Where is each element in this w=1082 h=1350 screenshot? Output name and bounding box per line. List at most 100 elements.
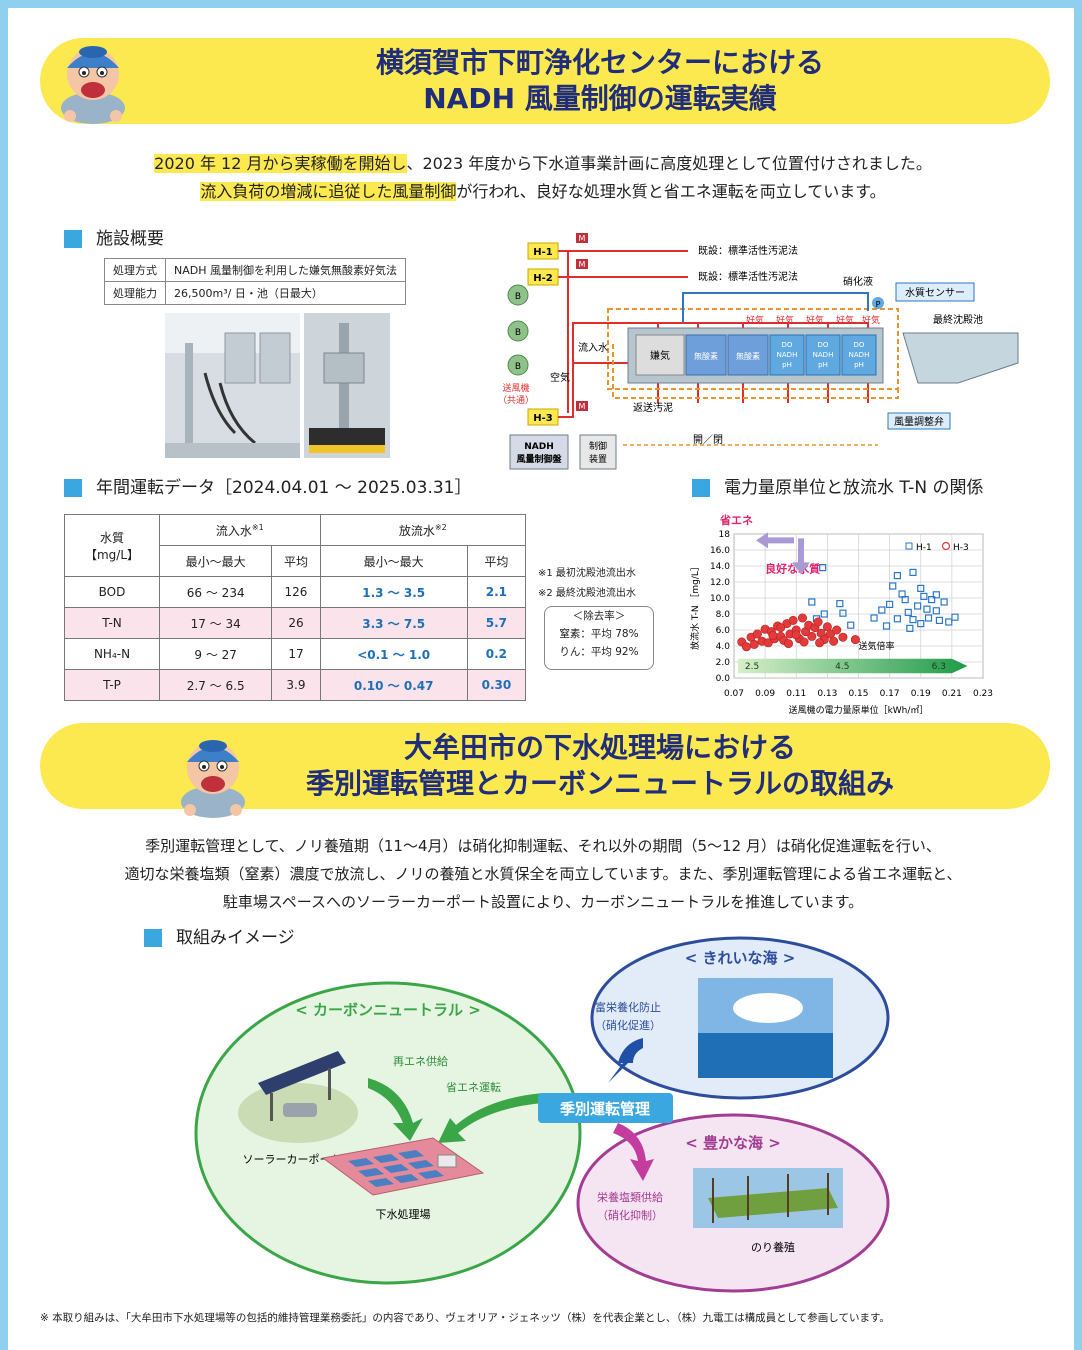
sup2: ※2 — [434, 522, 447, 532]
data-point-h1 — [819, 563, 827, 572]
ratio-label: 4.5 — [835, 662, 849, 672]
annotation-quality: 良好な水質 — [765, 561, 820, 575]
y-tick-label: 0.0 — [716, 674, 731, 684]
h-minmax: 最小〜最大 — [158, 545, 273, 577]
in-avg: 26 — [271, 607, 321, 639]
data-point-h1 — [924, 614, 933, 622]
table-row: NH₄-N 9 〜 27 17 <0.1 〜 1.0 0.2 — [64, 638, 527, 670]
footnote: ※ 本取り組みは、「大牟田市下水処理場等の包括的維持管理業務委託」の内容であり、… — [40, 1312, 890, 1324]
y-tick-label: 4.0 — [716, 642, 731, 652]
x-tick-label: 0.11 — [786, 689, 806, 699]
legend-h1-label: H-1 — [916, 543, 932, 553]
x-tick-label: 0.13 — [817, 689, 837, 699]
removal-p: りん：平均 92% — [559, 646, 639, 658]
x-tick-label: 0.19 — [911, 689, 931, 699]
blower-label-1: 送風機 — [502, 382, 529, 394]
arrow-icon — [608, 1038, 643, 1083]
x-tick-label: 0.09 — [755, 689, 775, 699]
data-point-h1 — [940, 598, 948, 606]
out-range: 0.10 〜 0.47 — [319, 669, 468, 701]
section1-intro: 2020 年 12 月から実稼働を開始し、2023 年度から下水道事業計画に高度… — [38, 150, 1048, 206]
data-point-h1 — [923, 605, 931, 613]
rich-label-2: （硝化抑制） — [597, 1208, 663, 1222]
data-point-h1 — [909, 615, 917, 624]
data-point-h3 — [850, 635, 860, 645]
data-point-h1 — [901, 595, 909, 604]
data-point-h1 — [886, 600, 894, 609]
chart-heading-text: 電力量原単位と放流水 T-N の関係 — [724, 478, 984, 498]
annotation-energy: 省エネ — [719, 513, 753, 527]
data-point-h1 — [839, 609, 847, 617]
overview-heading-text: 施設概要 — [96, 229, 164, 249]
out-range: <0.1 〜 1.0 — [319, 638, 468, 670]
air-ratio-band — [738, 658, 968, 674]
data-point-h1 — [928, 595, 936, 604]
data-point-h1 — [904, 608, 912, 617]
rich-title: < 豊かな海 > — [685, 1134, 781, 1152]
aerobic-label: 好気 — [836, 314, 854, 326]
center-label: 季別運転管理 — [560, 1100, 650, 1118]
blower-b-label: B — [515, 362, 521, 372]
section1-banner: 横須賀市下町浄化センターにおける NADH 風量制御の運転実績 — [40, 38, 1050, 124]
y-tick-label: 14.0 — [710, 562, 730, 572]
row-name: BOD — [64, 576, 160, 608]
data-point-h1 — [889, 582, 897, 590]
data-point-h3 — [838, 632, 848, 642]
section2-intro: 季別運転管理として、ノリ養殖期（11〜4月）は硝化抑制運転、それ以外の期間（5〜… — [38, 832, 1048, 916]
return-sludge-label: 返送汚泥 — [633, 401, 673, 414]
h-outflow: 放流水 — [398, 523, 435, 538]
mascot-icon — [61, 46, 125, 124]
aerobic-label: 好気 — [746, 314, 764, 326]
air-label: 空気 — [550, 371, 570, 384]
in-range: 9 〜 27 — [158, 638, 273, 670]
data-point-h1 — [932, 591, 940, 599]
nori-farm-image — [693, 1168, 843, 1228]
intro-rest2: が行われ、良好な処理水質と省エネ運転を両立しています。 — [456, 182, 886, 201]
renew-label: 再エネ供給 — [393, 1054, 448, 1068]
h-inflow: 流入水 — [215, 523, 252, 538]
intro-rest1: 、2023 年度から下水道事業計画に高度処理として位置付けされました。 — [406, 154, 932, 173]
data-point-h1 — [878, 606, 886, 614]
data-point-h3 — [799, 637, 809, 647]
data-point-h1 — [836, 599, 844, 608]
overview-cell: 処理能力 — [104, 281, 166, 305]
x-tick-label: 0.15 — [848, 689, 868, 699]
in-range: 2.7 〜 6.5 — [158, 669, 273, 701]
heading-square-icon — [144, 929, 162, 947]
image-heading-text: 取組みイメージ — [176, 928, 295, 948]
aerobic-label: 好気 — [806, 314, 824, 326]
image-heading: 取組みイメージ — [144, 923, 295, 948]
annual-heading-text: 年間運転データ［2024.04.01 〜 2025.03.31］ — [96, 478, 472, 498]
data-point-h1 — [808, 598, 816, 606]
data-point-h3 — [788, 615, 798, 625]
aerobic-label: 好気 — [862, 314, 880, 326]
row-name: T-N — [64, 607, 160, 639]
existing-label-2: 既設：標準活性汚泥法 — [698, 270, 798, 283]
ph-label: pH — [854, 361, 864, 369]
data-point-h1 — [820, 610, 828, 618]
out-avg: 0.2 — [466, 638, 527, 670]
row-name: T-P — [64, 669, 160, 701]
data-point-h1 — [920, 592, 928, 601]
arrow-icon — [368, 1078, 423, 1141]
intro-highlight1: 2020 年 12 月から実稼働を開始し — [154, 154, 407, 173]
motor-label: M — [579, 402, 586, 411]
motor-label: M — [579, 260, 586, 269]
clarifier-label: 最終沈殿池 — [933, 313, 983, 326]
in-avg: 3.9 — [271, 669, 321, 701]
blower-label-2: （共通） — [498, 395, 534, 406]
heading-square-icon — [64, 479, 82, 497]
blower-b-label: B — [515, 328, 521, 338]
section2-p1: 季別運転管理として、ノリ養殖期（11〜4月）は硝化抑制運転、それ以外の期間（5〜… — [145, 837, 941, 855]
in-avg: 17 — [271, 638, 321, 670]
arrow-icon — [438, 1093, 543, 1143]
chart-ylabel: 放流水 T-N ［mg/L］ — [689, 562, 701, 650]
data-point-h1 — [893, 615, 902, 623]
ratio-label: 6.3 — [932, 662, 946, 672]
rich-label-1: 栄養塩類供給 — [597, 1190, 663, 1204]
inflow-label: 流入水 — [578, 341, 608, 354]
out-range: 3.3 〜 7.5 — [319, 607, 468, 639]
data-point-h3 — [741, 642, 751, 652]
overview-cell: 処理方式 — [104, 258, 166, 282]
